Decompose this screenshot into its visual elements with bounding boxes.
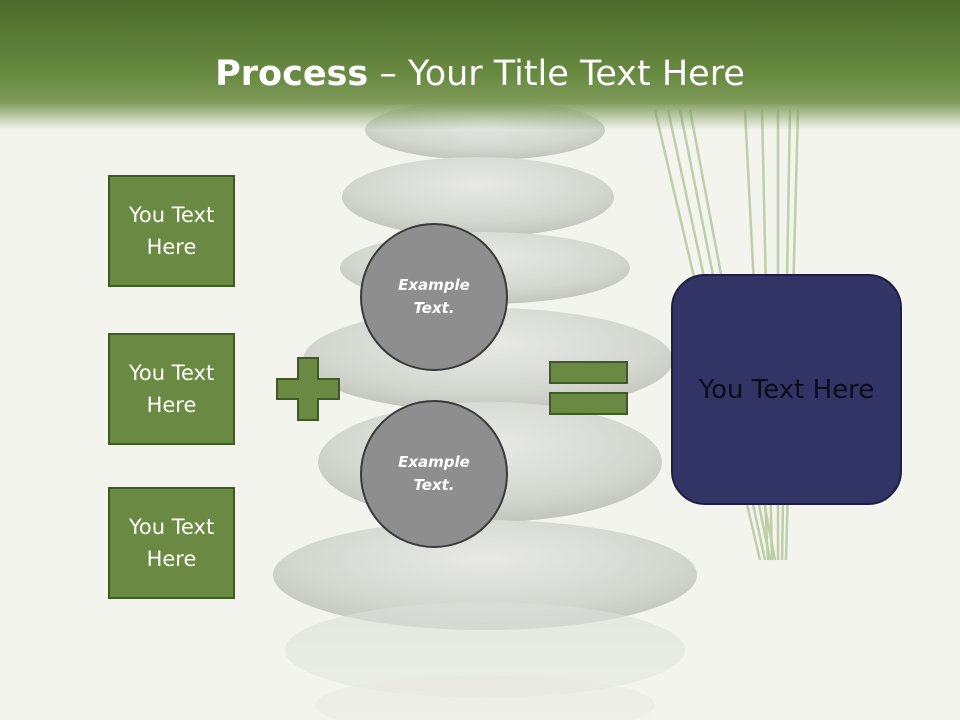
title-bold: Process	[215, 54, 369, 94]
equals-icon	[549, 361, 628, 415]
text-box-3[interactable]: You Text Here	[108, 487, 235, 599]
example-circle-1[interactable]: Example Text.	[360, 223, 508, 371]
text-box-2[interactable]: You Text Here	[108, 333, 235, 445]
title-text: – Your Title Text Here	[368, 54, 745, 94]
title-bar	[0, 0, 960, 130]
slide-title: Process – Your Title Text Here	[0, 50, 960, 98]
plus-icon	[276, 357, 340, 421]
text-box-1[interactable]: You Text Here	[108, 175, 235, 287]
example-circle-2[interactable]: Example Text.	[360, 400, 508, 548]
result-box[interactable]: You Text Here	[671, 274, 902, 505]
